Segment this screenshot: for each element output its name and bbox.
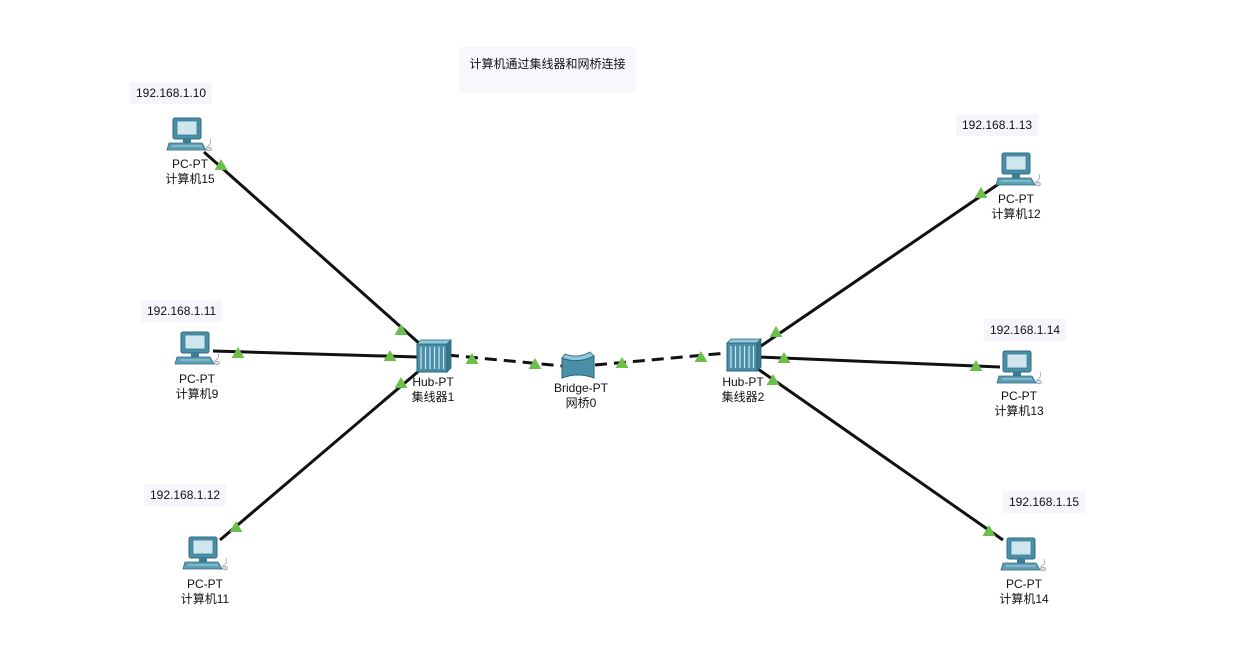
link-hub2-pc12[interactable] — [757, 181, 1001, 350]
computer-icon[interactable] — [996, 350, 1042, 385]
port-up-indicator-icon — [465, 353, 479, 364]
computer-icon[interactable] — [995, 152, 1041, 187]
ip-address-note[interactable]: 192.168.1.12 — [144, 484, 227, 506]
port-up-indicator-icon — [394, 324, 408, 335]
device-name: 计算机14 — [999, 592, 1049, 606]
device-type: PC-PT — [172, 157, 208, 171]
device-name: 集线器2 — [721, 390, 765, 404]
device-name: 计算机13 — [994, 404, 1044, 418]
ip-address-note[interactable]: 192.168.1.10 — [130, 82, 213, 104]
hub-icon[interactable] — [416, 339, 452, 373]
port-up-indicator-icon — [394, 377, 408, 388]
device-type: PC-PT — [179, 372, 215, 386]
device-name: 计算机15 — [165, 172, 215, 186]
bridge-icon[interactable] — [561, 351, 595, 379]
links-layer — [203, 150, 1004, 542]
ip-address-note[interactable]: 192.168.1.11 — [141, 300, 223, 322]
port-up-indicator-icon — [383, 350, 397, 361]
diagram-title-note[interactable]: 计算机通过集线器和网桥连接 — [459, 47, 636, 93]
link-pc15-hub1[interactable] — [203, 150, 421, 346]
port-up-indicator-icon — [974, 187, 988, 198]
device-type: Hub-PT — [412, 375, 454, 389]
device-name: 网桥0 — [565, 396, 597, 410]
device-type: PC-PT — [998, 192, 1034, 206]
port-up-indicator-icon — [229, 521, 243, 532]
link-pc11-hub1[interactable] — [219, 368, 421, 542]
device-name: 集线器1 — [411, 390, 455, 404]
link-hub1-bridge0[interactable] — [446, 353, 564, 368]
computer-icon[interactable] — [166, 117, 212, 152]
port-indicators — [214, 159, 996, 536]
port-up-indicator-icon — [231, 347, 245, 358]
port-up-indicator-icon — [694, 351, 708, 362]
device-type: PC-PT — [1001, 389, 1037, 403]
link-bridge0-hub2[interactable] — [594, 351, 728, 367]
port-up-indicator-icon — [982, 525, 996, 536]
port-up-indicator-icon — [528, 358, 542, 369]
ip-address-note[interactable]: 192.168.1.14 — [984, 319, 1067, 341]
port-up-indicator-icon — [969, 360, 983, 371]
hub-icon[interactable] — [726, 338, 762, 372]
port-up-indicator-icon — [769, 326, 783, 337]
port-up-indicator-icon — [615, 357, 629, 368]
computer-icon[interactable] — [1000, 537, 1046, 572]
device-type: PC-PT — [187, 577, 223, 591]
link-hub2-pc13[interactable] — [757, 355, 1001, 369]
diagram-title: 计算机通过集线器和网桥连接 — [469, 57, 626, 71]
computer-icon[interactable] — [174, 331, 220, 366]
link-pc9-hub1[interactable] — [212, 349, 419, 359]
device-type: Bridge-PT — [553, 381, 609, 395]
port-up-indicator-icon — [766, 374, 780, 385]
port-up-indicator-icon — [214, 159, 228, 170]
port-up-indicator-icon — [777, 352, 791, 363]
link-hub2-pc14[interactable] — [757, 367, 1004, 542]
device-type: PC-PT — [1006, 577, 1042, 591]
device-name: 计算机9 — [175, 387, 219, 401]
ip-address-note[interactable]: 192.168.1.13 — [956, 114, 1039, 136]
computer-icon[interactable] — [182, 536, 228, 571]
device-name: 计算机11 — [180, 592, 230, 606]
device-name: 计算机12 — [991, 207, 1041, 221]
device-type: Hub-PT — [722, 375, 764, 389]
devices-layer — [166, 117, 1046, 572]
ip-address-note[interactable]: 192.168.1.15 — [1003, 491, 1086, 513]
